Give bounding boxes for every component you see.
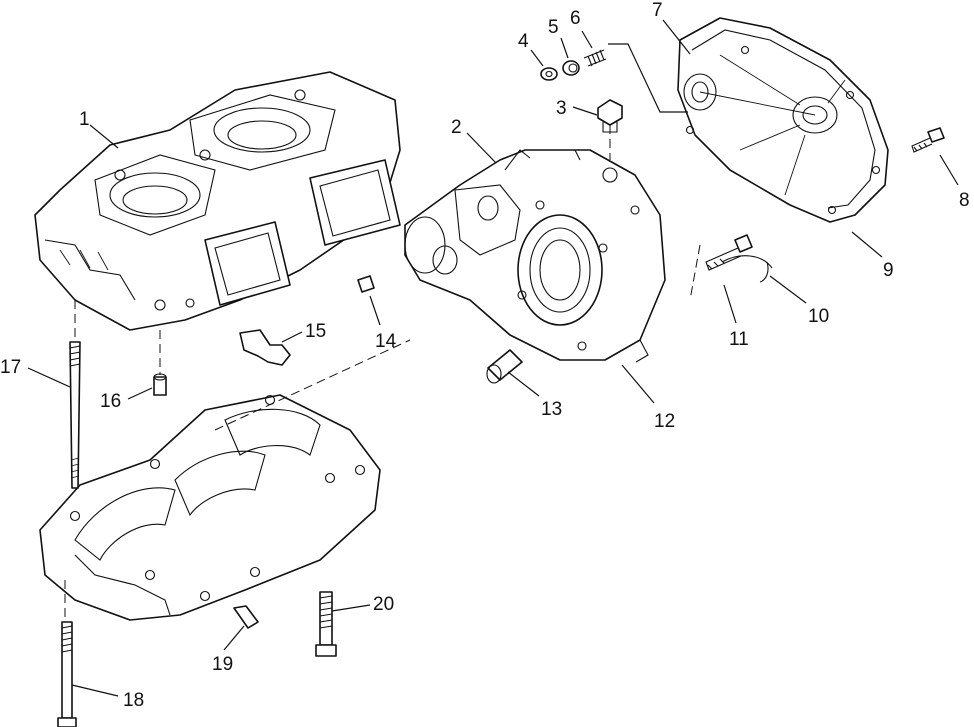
callout-4: 4 <box>518 31 529 52</box>
callout-11: 11 <box>729 329 749 350</box>
alignment-line <box>689 244 701 301</box>
callout-15: 15 <box>305 321 326 342</box>
oil-fill-plug <box>597 99 623 133</box>
cover-bolt <box>911 127 945 153</box>
callout-9: 9 <box>883 260 894 281</box>
callout-12: 12 <box>654 411 675 432</box>
callout-7: 7 <box>652 0 663 21</box>
dowel-sleeve <box>486 349 523 384</box>
stud-17 <box>69 341 81 489</box>
dowel-pin-16 <box>153 373 167 396</box>
fitting-14 <box>357 275 375 293</box>
callout-3: 3 <box>556 98 567 119</box>
callout-1: 1 <box>79 109 90 130</box>
upper-crankcase <box>34 71 401 331</box>
callout-5: 5 <box>548 17 559 38</box>
callout-17: 17 <box>0 357 21 378</box>
callout-2: 2 <box>451 117 462 138</box>
callout-10: 10 <box>808 306 829 327</box>
seal-ring <box>562 60 580 76</box>
flywheel-cover <box>677 17 889 223</box>
callout-18: 18 <box>123 690 144 711</box>
callout-19: 19 <box>212 654 233 675</box>
gasket-clip <box>721 255 773 283</box>
callouts: 1 2 3 4 5 6 7 8 9 10 11 12 13 14 15 16 1… <box>0 0 970 711</box>
drain-fitting-15 <box>239 329 291 366</box>
callout-6: 6 <box>570 8 581 29</box>
callout-14: 14 <box>375 331 397 352</box>
bolt-20 <box>315 591 337 657</box>
leader-lines <box>27 19 959 697</box>
cover-screw <box>705 234 753 271</box>
washer <box>540 67 558 81</box>
callout-8: 8 <box>959 190 970 211</box>
callout-20: 20 <box>373 594 394 615</box>
callout-16: 16 <box>100 391 121 412</box>
spring <box>583 49 607 67</box>
fitting-19 <box>233 605 259 629</box>
stud-18 <box>57 621 77 727</box>
alignment-line <box>214 339 411 431</box>
lower-crankcase <box>39 394 381 621</box>
alignment-line <box>608 43 688 113</box>
crankcase-cover <box>404 149 666 363</box>
callout-13: 13 <box>541 399 562 420</box>
